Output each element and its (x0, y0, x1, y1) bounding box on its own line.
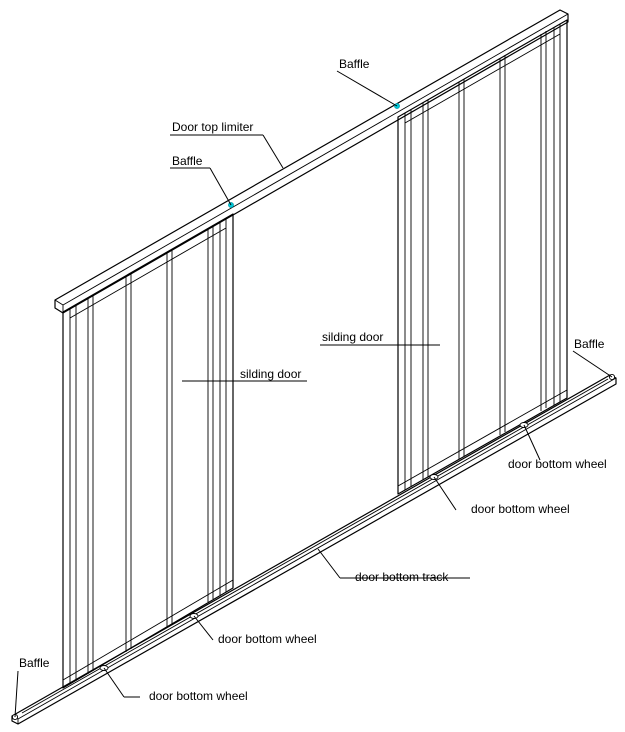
leader-lines (14, 70, 613, 718)
baffle-markers (11, 103, 616, 721)
sliding-door-right (397, 19, 568, 495)
door-top-limiter (54, 9, 569, 314)
label-wheel-left-upper: door bottom wheel (218, 632, 317, 646)
label-door-top-limiter: Door top limiter (172, 120, 253, 134)
label-baffle-right: Baffle (574, 337, 605, 351)
sliding-door-left (62, 213, 234, 689)
label-wheel-right-lower: door bottom wheel (471, 502, 570, 516)
labels: Baffle Door top limiter Baffle silding d… (19, 57, 607, 703)
label-door-bottom-track: door bottom track (355, 570, 449, 584)
label-baffle-top-left: Baffle (172, 154, 203, 168)
label-baffle-top-right: Baffle (339, 57, 370, 71)
label-sliding-door-left: silding door (240, 367, 301, 381)
label-wheel-left-lower: door bottom wheel (149, 689, 248, 703)
label-baffle-left: Baffle (19, 656, 50, 670)
label-sliding-door-right: silding door (322, 330, 383, 344)
label-wheel-right-upper: door bottom wheel (508, 457, 607, 471)
